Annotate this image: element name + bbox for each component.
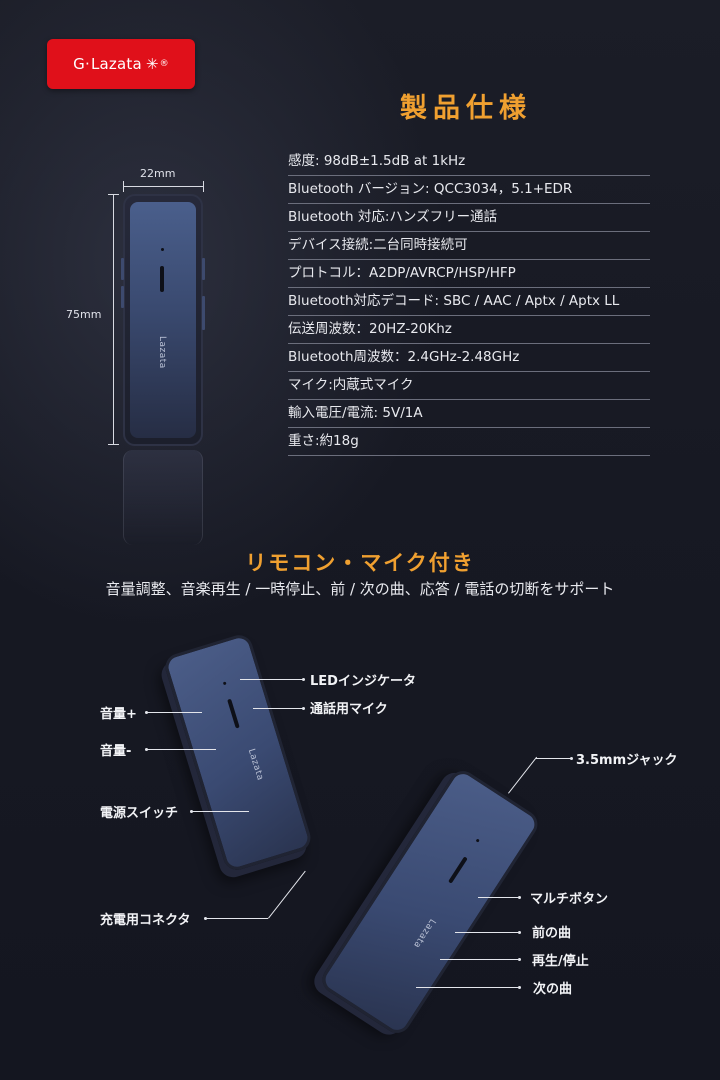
spec-frequency-response: 伝送周波数：20HZ-20Khz bbox=[288, 316, 650, 344]
callout-line bbox=[478, 897, 518, 898]
side-button bbox=[202, 296, 205, 330]
device-brand-print: Lazata bbox=[157, 336, 167, 369]
spec-list: 感度: 98dB±1.5dB at 1kHz Bluetooth バージョン: … bbox=[288, 148, 650, 456]
callout-next-track: 次の曲 bbox=[533, 982, 573, 997]
specs-title: 製品仕様 bbox=[400, 93, 532, 124]
callout-line bbox=[146, 749, 216, 750]
callout-dot bbox=[518, 958, 521, 961]
callout-line bbox=[191, 811, 249, 812]
callout-line bbox=[268, 870, 306, 919]
callout-line bbox=[240, 679, 303, 680]
callout-volume-down: 音量- bbox=[100, 744, 132, 759]
spec-sensitivity: 感度: 98dB±1.5dB at 1kHz bbox=[288, 148, 650, 176]
burst-icon: ✳ bbox=[145, 55, 159, 73]
spec-bluetooth-version: Bluetooth バージョン: QCC3034，5.1+EDR bbox=[288, 176, 650, 204]
callout-dot bbox=[518, 931, 521, 934]
microphone-slot bbox=[448, 856, 468, 884]
device-front-image: Lazata bbox=[121, 194, 205, 446]
height-dimension-tick bbox=[108, 194, 119, 195]
callout-line bbox=[536, 758, 571, 759]
led-indicator-dot bbox=[475, 838, 480, 843]
remote-title: リモコン・マイク付き bbox=[245, 551, 475, 575]
callout-play-pause: 再生/停止 bbox=[532, 954, 589, 969]
width-dimension-line bbox=[124, 186, 204, 187]
callout-dot bbox=[518, 986, 521, 989]
callout-led-indicator: LEDインジケータ bbox=[310, 674, 416, 689]
spec-device-connection: デバイス接続:二台同時接続可 bbox=[288, 232, 650, 260]
height-dimension-line bbox=[113, 194, 114, 444]
device-face bbox=[130, 202, 196, 438]
height-dimension-label: 75mm bbox=[66, 308, 102, 321]
spec-bluetooth-frequency: Bluetooth周波数：2.4GHz-2.48GHz bbox=[288, 344, 650, 372]
brand-name: Lazata bbox=[90, 55, 142, 73]
callout-jack: 3.5mmジャック bbox=[576, 753, 678, 768]
callout-line bbox=[146, 712, 202, 713]
device-reflection bbox=[123, 450, 203, 545]
width-dimension-tick bbox=[123, 181, 124, 192]
led-indicator-dot bbox=[161, 248, 164, 251]
callout-power-switch: 電源スイッチ bbox=[100, 806, 179, 821]
callout-line bbox=[205, 918, 268, 919]
remote-description: 音量調整、音楽再生 / 一時停止、前 / 次の曲、応答 / 電話の切断をサポート bbox=[105, 580, 615, 598]
device-brand-print: Lazata bbox=[410, 916, 438, 950]
microphone-slot bbox=[227, 698, 240, 729]
brand-logo: G· Lazata ✳ ® bbox=[47, 39, 195, 89]
callout-line bbox=[455, 932, 518, 933]
callout-dot bbox=[302, 678, 305, 681]
callout-dot bbox=[518, 896, 521, 899]
callout-line bbox=[440, 959, 518, 960]
registered-mark: ® bbox=[159, 59, 169, 69]
spec-codec: Bluetooth対応デコード: SBC / AAC / Aptx / Aptx… bbox=[288, 288, 650, 316]
width-dimension-label: 22mm bbox=[140, 167, 176, 180]
callout-multi-button: マルチボタン bbox=[530, 892, 609, 907]
spec-weight: 重さ:約18g bbox=[288, 428, 650, 456]
callout-line bbox=[508, 756, 538, 794]
spec-bluetooth-support: Bluetooth 対応:ハンズフリー通話 bbox=[288, 204, 650, 232]
side-button bbox=[202, 258, 205, 280]
side-button bbox=[121, 258, 124, 280]
device-left-angled-image: Lazata bbox=[162, 631, 314, 874]
callout-call-mic: 通話用マイク bbox=[310, 702, 388, 717]
microphone-slot bbox=[160, 266, 164, 292]
callout-dot bbox=[302, 707, 305, 710]
callout-line bbox=[253, 708, 303, 709]
spec-microphone: マイク:内蔵式マイク bbox=[288, 372, 650, 400]
width-dimension-tick bbox=[203, 181, 204, 192]
callout-prev-track: 前の曲 bbox=[532, 926, 572, 941]
callout-charging-port: 充電用コネクタ bbox=[100, 913, 191, 928]
spec-input-power: 輸入電圧/電流: 5V/1A bbox=[288, 400, 650, 428]
callout-dot bbox=[570, 757, 573, 760]
brand-mark-icon: G· bbox=[73, 55, 90, 73]
side-button bbox=[121, 286, 124, 308]
led-indicator-dot bbox=[222, 681, 227, 686]
device-right-angled-image: Lazata bbox=[317, 765, 543, 1039]
callout-volume-up: 音量+ bbox=[100, 707, 137, 722]
height-dimension-tick bbox=[108, 444, 119, 445]
spec-protocol: プロトコル：A2DP/AVRCP/HSP/HFP bbox=[288, 260, 650, 288]
device-brand-print: Lazata bbox=[245, 747, 265, 783]
callout-line bbox=[416, 987, 518, 988]
